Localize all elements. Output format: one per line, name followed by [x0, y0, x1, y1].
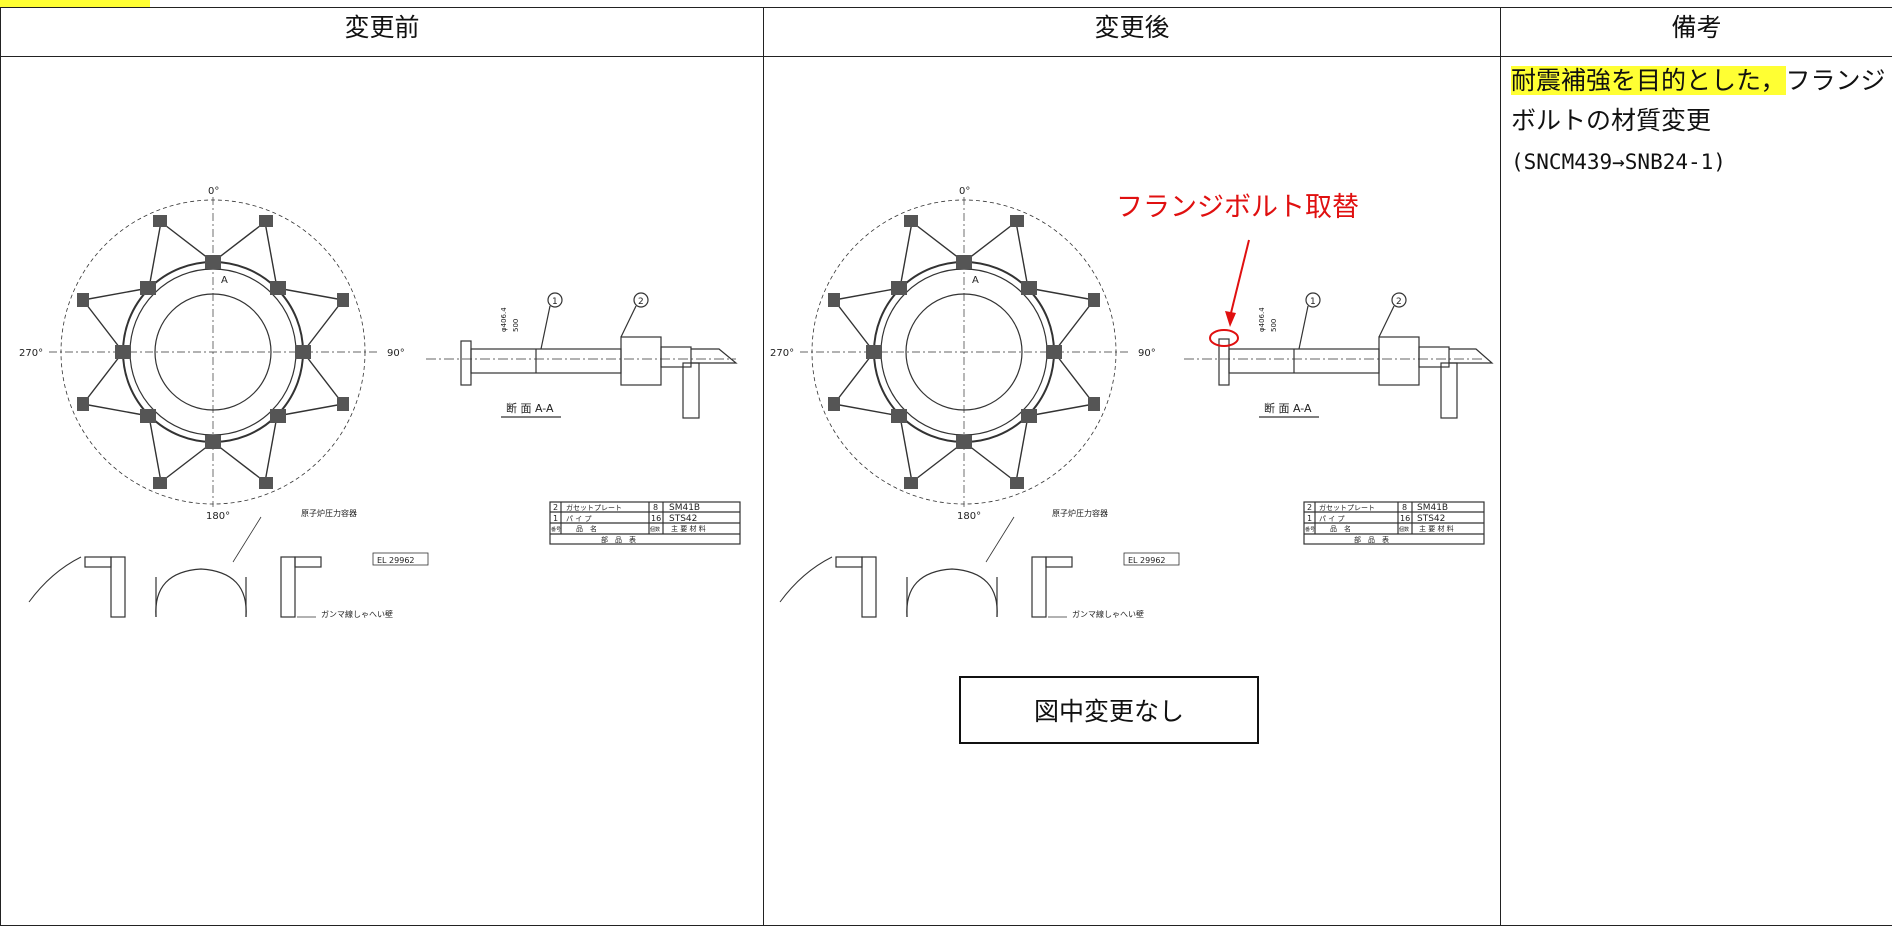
svg-text:主 要 材 料: 主 要 材 料 — [1419, 524, 1454, 533]
svg-text:1: 1 — [553, 514, 558, 523]
svg-text:ガンマ線しゃへい壁: ガンマ線しゃへい壁 — [1072, 609, 1144, 619]
before-drawing: 0° 90° 180° 270° A 1 2 断 面 A-A 原子炉圧力容器 ガ… — [1, 57, 764, 927]
svg-text:90°: 90° — [387, 348, 405, 359]
remarks-text: 耐震補強を目的とした，フランジボルトの材質変更 (SNCM439→SNB24-1… — [1501, 57, 1892, 182]
svg-text:ガセットプレート: ガセットプレート — [566, 503, 622, 512]
svg-text:2: 2 — [1396, 297, 1402, 307]
svg-text:16: 16 — [651, 514, 661, 523]
after-cell: 0° 90° 180° 270° A 1 2 断 面 A-A 原子炉圧力容器 ガ… — [764, 57, 1501, 926]
svg-text:個数: 個数 — [1399, 526, 1409, 533]
highlight-marker — [0, 0, 150, 7]
svg-text:パ イ プ: パ イ プ — [1319, 515, 1344, 523]
svg-text:2: 2 — [553, 503, 558, 512]
svg-text:1: 1 — [1307, 514, 1312, 523]
before-cell: 0° 90° 180° 270° A 1 2 断 面 A-A 原子炉圧力容器 ガ… — [1, 57, 764, 926]
svg-text:断 面 A-A: 断 面 A-A — [1264, 401, 1312, 415]
svg-text:A: A — [972, 275, 979, 286]
svg-text:番号: 番号 — [1305, 526, 1315, 533]
svg-text:180°: 180° — [206, 511, 230, 522]
svg-text:SM41B: SM41B — [669, 503, 700, 513]
svg-text:1: 1 — [1310, 297, 1316, 307]
svg-text:φ406.4: φ406.4 — [500, 307, 508, 332]
svg-text:主 要 材 料: 主 要 材 料 — [671, 524, 706, 533]
svg-text:断 面 A-A: 断 面 A-A — [506, 401, 554, 415]
svg-text:品 名: 品 名 — [576, 524, 597, 533]
svg-text:原子炉圧力容器: 原子炉圧力容器 — [301, 508, 357, 518]
svg-text:16: 16 — [1400, 514, 1410, 523]
svg-text:EL 29962: EL 29962 — [1128, 556, 1166, 565]
remarks-highlight: 耐震補強を目的とした， — [1511, 66, 1786, 95]
svg-text:個数: 個数 — [650, 526, 660, 533]
svg-text:STS42: STS42 — [1417, 514, 1445, 524]
svg-text:STS42: STS42 — [669, 514, 697, 524]
svg-text:原子炉圧力容器: 原子炉圧力容器 — [1052, 508, 1108, 518]
comparison-table: 変更前 変更後 備考 — [0, 7, 1892, 926]
header-before: 変更前 — [1, 8, 764, 57]
svg-text:90°: 90° — [1138, 348, 1156, 359]
svg-text:φ406.4: φ406.4 — [1258, 307, 1266, 332]
svg-text:番号: 番号 — [551, 526, 561, 533]
svg-text:0°: 0° — [208, 186, 219, 197]
svg-text:SM41B: SM41B — [1417, 503, 1448, 513]
svg-text:A: A — [221, 275, 228, 286]
svg-text:ガンマ線しゃへい壁: ガンマ線しゃへい壁 — [321, 609, 393, 619]
header-after: 変更後 — [764, 8, 1501, 57]
svg-text:270°: 270° — [19, 348, 43, 359]
svg-text:部 品 表: 部 品 表 — [1354, 535, 1389, 544]
svg-text:ガセットプレート: ガセットプレート — [1319, 503, 1375, 512]
svg-text:2: 2 — [638, 297, 644, 307]
bolt-callout-marker — [1210, 240, 1249, 346]
svg-text:500: 500 — [1270, 319, 1278, 332]
svg-text:500: 500 — [512, 319, 520, 332]
svg-text:8: 8 — [653, 503, 658, 512]
remarks-material: (SNCM439→SNB24-1) — [1511, 150, 1726, 174]
remarks-cell: 耐震補強を目的とした，フランジボルトの材質変更 (SNCM439→SNB24-1… — [1501, 57, 1892, 926]
svg-text:2: 2 — [1307, 503, 1312, 512]
svg-text:8: 8 — [1402, 503, 1407, 512]
svg-text:パ イ プ: パ イ プ — [566, 515, 591, 523]
svg-text:180°: 180° — [957, 511, 981, 522]
svg-text:EL 29962: EL 29962 — [377, 556, 415, 565]
no-change-box: 図中変更なし — [959, 676, 1259, 744]
svg-text:部 品 表: 部 品 表 — [601, 535, 636, 544]
header-remarks: 備考 — [1501, 8, 1892, 57]
svg-text:1: 1 — [552, 297, 558, 307]
svg-text:270°: 270° — [770, 348, 794, 359]
svg-text:品 名: 品 名 — [1330, 524, 1351, 533]
svg-text:0°: 0° — [959, 186, 970, 197]
bolt-replacement-callout: フランジボルト取替 — [1116, 185, 1359, 224]
